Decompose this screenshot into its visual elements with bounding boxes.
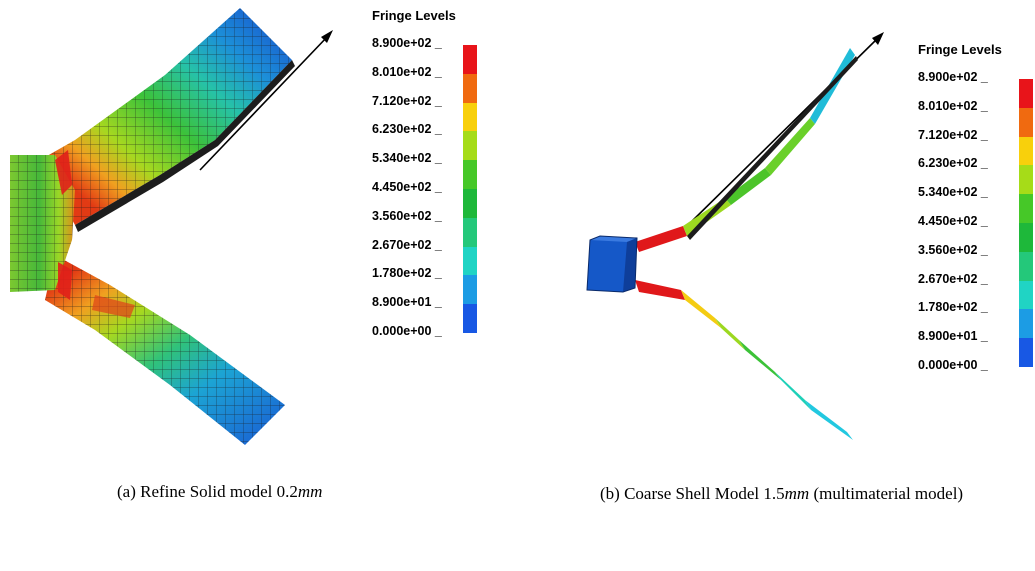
legend-color-swatch [1019, 338, 1033, 367]
legend-level-label: 8.010e+02 _ [918, 98, 988, 113]
legend-level-label: 2.670e+02 _ [372, 237, 442, 252]
legend-level-label: 8.900e+01 _ [918, 329, 988, 344]
coarse-shell-plot [586, 32, 884, 440]
legend-color-swatch [1019, 136, 1033, 166]
legend-color-swatch [463, 189, 477, 218]
legend-color-swatch [463, 73, 477, 103]
legend-color-swatch [463, 304, 477, 333]
legend-level-label: 3.560e+02 _ [918, 242, 988, 257]
caption-b: (b) Coarse Shell Model 1.5mm (multimater… [600, 482, 1030, 506]
legend-color-swatch [463, 275, 477, 305]
legend-title: Fringe Levels [918, 42, 1002, 57]
legend-color-swatch [463, 246, 477, 276]
legend-level-label: 3.560e+02 _ [372, 208, 442, 223]
legend-level-label: 4.450e+02 _ [372, 180, 442, 194]
legend-level-label: 4.450e+02 _ [918, 214, 988, 228]
legend-level-label: 2.670e+02 _ [918, 271, 988, 286]
legend-level-label: 5.340e+02 _ [372, 151, 442, 166]
legend-color-swatch [463, 102, 477, 132]
legend-title: Fringe Levels [372, 8, 456, 23]
legend-level-label: 6.230e+02 _ [918, 156, 988, 171]
legend-color-swatch [1019, 251, 1033, 281]
legend-level-label: 7.120e+02 _ [918, 127, 988, 142]
legend-level-label: 0.000e+00 _ [372, 324, 442, 338]
legend-level-label: 8.900e+02 _ [918, 70, 988, 84]
caption-b-text: Coarse Shell Model 1.5 [624, 484, 785, 503]
legend-color-swatch [1019, 107, 1033, 137]
caption-a-text: Refine Solid model 0.2 [140, 482, 298, 501]
legend-color-swatch [1019, 79, 1033, 108]
caption-b-prefix: (b) [600, 484, 620, 503]
legend-level-label: 0.000e+00 _ [918, 358, 988, 372]
legend-color-swatch [463, 45, 477, 74]
legend-level-label: 1.780e+02 _ [372, 266, 442, 281]
legend-color-swatch [1019, 309, 1033, 339]
caption-a-prefix: (a) [117, 482, 136, 501]
legend-level-label: 6.230e+02 _ [372, 122, 442, 137]
panel-b-coarse-shell: Fringe Levels 8.900e+02 _ 8.010e+02 _ 7.12… [575, 0, 1035, 470]
caption-a-unit: mm [297, 482, 323, 501]
refine-solid-mesh-plot [10, 8, 333, 445]
legend-color-swatch [1019, 280, 1033, 310]
legend-level-label: 1.780e+02 _ [918, 300, 988, 315]
legend-color-swatch [1019, 165, 1033, 195]
legend-level-label: 8.010e+02 _ [372, 64, 442, 79]
legend-color-swatch [1019, 223, 1033, 252]
caption-b-suffix: (multimaterial model) [813, 484, 964, 503]
legend-color-swatch [463, 131, 477, 161]
legend-color-swatch [463, 217, 477, 247]
panel-a-refine-solid: Fringe Levels 8.900e+02 _ 8.010e+02 _ 7.12… [0, 0, 500, 470]
legend-level-label: 8.900e+02 _ [372, 36, 442, 50]
legend-color-swatch [463, 160, 477, 189]
caption-a: (a) Refine Solid model 0.2mm [117, 482, 437, 502]
caption-b-unit: mm [784, 484, 810, 503]
legend-level-label: 7.120e+02 _ [372, 93, 442, 108]
legend-level-label: 8.900e+01 _ [372, 295, 442, 310]
legend-level-label: 5.340e+02 _ [918, 185, 988, 200]
legend-color-swatch [1019, 194, 1033, 223]
